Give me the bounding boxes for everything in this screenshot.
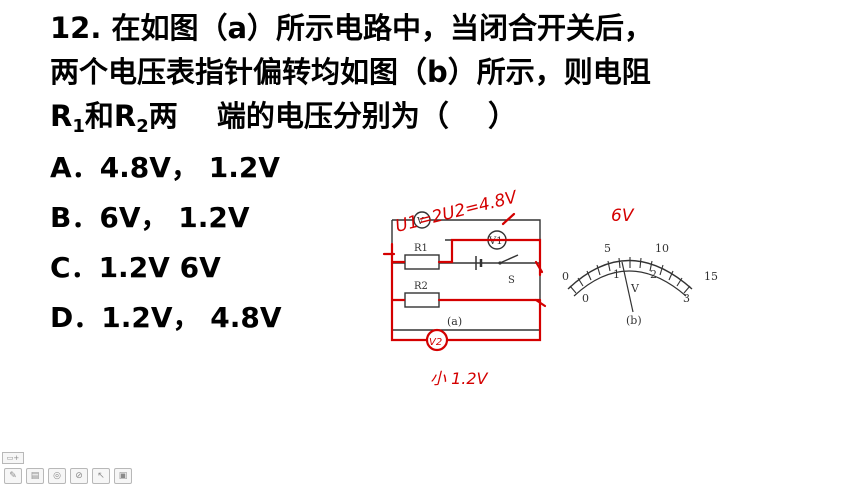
question-line-3: R1和R2两 端的电压分别为（ ） (50, 99, 517, 137)
voltmeter-v2-icon (425, 328, 449, 352)
drawing-toolbar: ✎ ▤ ◎ ⊘ ↖ ▣ (0, 466, 144, 486)
meter-scale-bottom-1: 1 (613, 268, 620, 281)
eraser-icon[interactable]: ◎ (48, 468, 66, 484)
pen-icon[interactable]: ✎ (4, 468, 22, 484)
question-line-1: 12. 在如图（a）所示电路中，当闭合开关后， (50, 11, 654, 45)
option-a: A．4.8V， 1.2V (50, 151, 280, 184)
circuit-caption: (a) (447, 315, 462, 328)
option-c: C．1.2V 6V (50, 251, 221, 284)
meter-caption: (b) (626, 314, 642, 327)
circuit-diagram (391, 219, 541, 331)
battery-icon (475, 256, 483, 270)
meter-scale-bottom-0: 0 (582, 292, 589, 305)
slide-icon[interactable]: ▤ (26, 468, 44, 484)
resistor-r1 (404, 254, 440, 270)
meter-scale-top-5: 5 (604, 242, 611, 255)
meter-needle (621, 261, 634, 313)
resistor-r2 (404, 292, 440, 308)
voltmeter-top-icon (413, 211, 431, 229)
small-voltage-annotation: 小 1.2V (430, 369, 489, 388)
pointer-icon[interactable]: ↖ (92, 468, 110, 484)
option-d: D．1.2V， 4.8V (50, 301, 282, 334)
meter-scale-top-10: 10 (655, 242, 669, 255)
meter-6v-annotation: 6V (611, 206, 635, 226)
red-circuit-overlay (382, 212, 547, 342)
meter-scale-top-0: 0 (562, 270, 569, 283)
highlighter-icon[interactable]: ⊘ (70, 468, 88, 484)
voltmeter-top-label: V (416, 217, 424, 227)
palette-toggle-button[interactable]: ▭+ (2, 452, 24, 464)
meter-scale-bottom-3: 3 (683, 292, 690, 305)
u-equation-annotation: U1=2U2=4.8V (393, 187, 520, 237)
option-b: B．6V， 1.2V (50, 201, 250, 234)
switch-label: S (508, 275, 515, 286)
screen-icon[interactable]: ▣ (114, 468, 132, 484)
voltmeter-v2-label: V2 (429, 337, 442, 348)
resistor-r1-label: R1 (414, 243, 428, 254)
meter-needle-label: V (630, 282, 640, 295)
meter-scale-top-15: 15 (704, 270, 718, 283)
question-line-2: 两个电压表指针偏转均如图（b）所示，则电阻 (50, 55, 651, 89)
meter-scale-bottom-2: 2 (650, 268, 657, 281)
meter-dial (567, 257, 693, 313)
resistor-r2-label: R2 (414, 281, 428, 292)
switch-icon (498, 254, 519, 265)
voltmeter-v1-label: V1 (488, 236, 503, 247)
